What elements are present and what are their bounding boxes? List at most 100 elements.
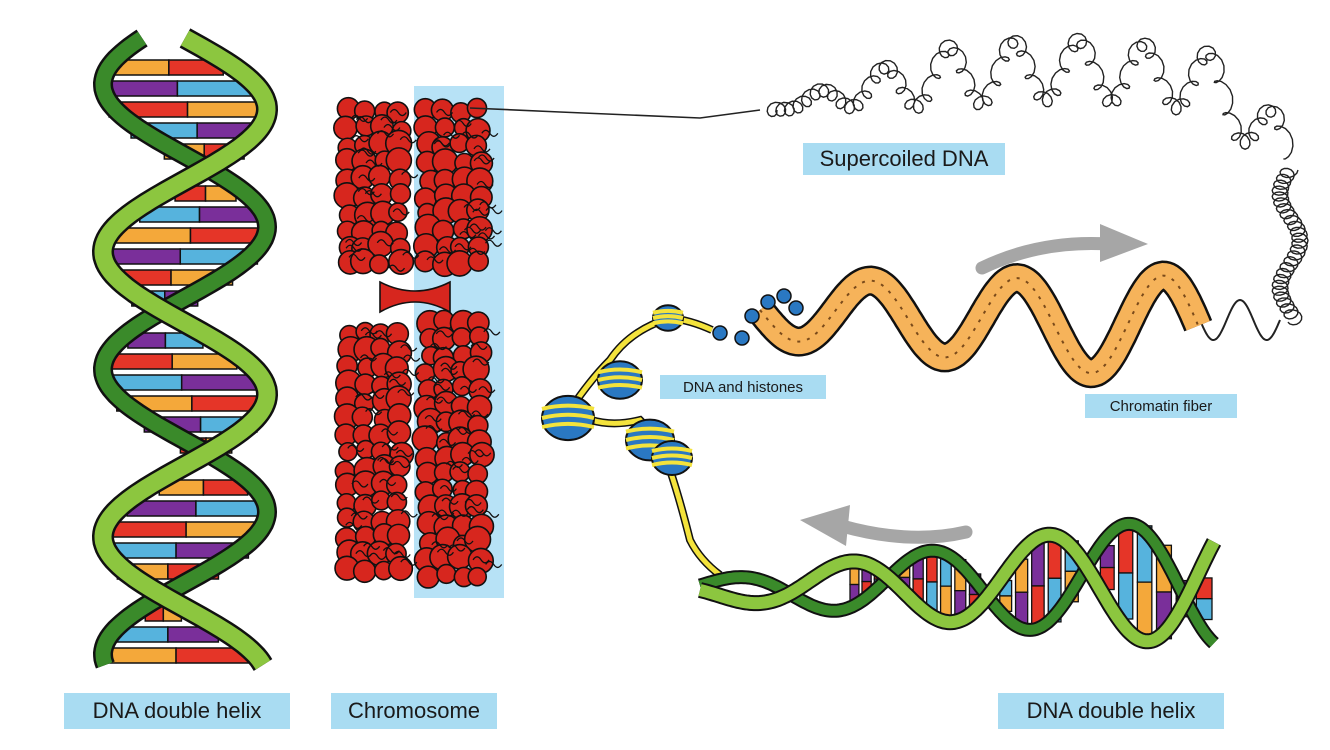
loop-squiggle <box>403 354 421 362</box>
loop-squiggle <box>377 456 395 465</box>
fiber-stripes <box>759 274 1200 375</box>
loop-squiggle <box>426 396 444 404</box>
loop-squiggle <box>476 180 494 189</box>
loop-squiggle <box>448 544 466 552</box>
loop-squiggle <box>461 131 479 139</box>
loop-squiggle <box>355 550 373 558</box>
loop-squiggle <box>399 136 417 144</box>
fiber-bead <box>760 294 776 310</box>
fiber-bead <box>712 325 728 341</box>
loop-squiggle <box>345 521 363 530</box>
loop-squiggle <box>450 427 468 435</box>
loop-squiggle <box>485 239 503 247</box>
loop-squiggle <box>433 383 451 391</box>
chromatin-loop <box>389 183 412 205</box>
loop-squiggle <box>463 226 482 234</box>
loop-squiggle <box>383 371 401 379</box>
loop-squiggle <box>467 450 485 458</box>
loop-squiggle <box>436 548 454 556</box>
loop-squiggle <box>441 367 459 375</box>
dna-double-helix-right <box>697 516 1222 650</box>
chromosome-drawing <box>333 96 503 589</box>
dna-wrap <box>651 460 693 467</box>
loop-squiggle <box>479 201 497 209</box>
loop-squiggle <box>375 330 393 338</box>
base-pair-right <box>186 101 267 118</box>
label-dna-double-helix-left: DNA double helix <box>64 693 290 729</box>
dna-wrap <box>541 412 595 420</box>
chromatin-loop <box>451 327 472 348</box>
loop-squiggle <box>348 253 366 262</box>
base-pair-left <box>103 647 177 664</box>
loop-squiggle <box>360 327 378 335</box>
loop-squiggle <box>376 239 394 247</box>
loop-squiggle <box>445 460 463 469</box>
base-pair-left <box>106 521 187 538</box>
loop-squiggle <box>459 231 477 239</box>
loop-squiggle <box>436 396 454 404</box>
loop-squiggle <box>379 478 397 487</box>
chromatin-loop <box>416 565 440 589</box>
label-dna-double-helix-right: DNA double helix <box>998 693 1224 729</box>
loop-squiggle <box>427 376 445 384</box>
loop-squiggle <box>357 149 375 157</box>
loop-squiggle <box>393 550 411 559</box>
loop-squiggle <box>485 560 503 569</box>
fiber-bead <box>734 330 750 346</box>
dna-wrap <box>541 403 595 411</box>
loop-squiggle <box>364 190 382 198</box>
chromatin-loop <box>436 563 457 585</box>
loop-squiggle <box>481 129 499 137</box>
chromatin-loop <box>467 566 488 587</box>
label-chromatin-fiber: Chromatin fiber <box>1085 394 1237 418</box>
loop-squiggle <box>392 208 410 216</box>
loop-squiggle <box>400 344 418 352</box>
chromatin-loop <box>387 248 415 275</box>
loop-squiggle <box>485 206 503 215</box>
loop-squiggle <box>362 496 380 504</box>
loop-squiggle <box>438 438 457 447</box>
nucleosomes-drawing <box>541 304 723 579</box>
loop-squiggle <box>395 449 413 458</box>
loop-squiggle <box>351 480 369 488</box>
loop-squiggle <box>365 407 383 416</box>
chromatin-loop <box>386 523 411 548</box>
dna-wrap <box>652 314 684 320</box>
chromatin-loop <box>467 250 490 272</box>
supercoil-tail <box>1199 298 1281 341</box>
loop-squiggle <box>438 246 457 254</box>
fiber-bead <box>788 300 804 316</box>
loop-squiggle <box>477 154 495 162</box>
loop-squiggle <box>483 328 501 336</box>
loop-squiggle <box>470 342 488 350</box>
chromatin-loop <box>338 441 358 462</box>
dna-wrap <box>625 435 675 442</box>
loop-squiggle <box>473 157 491 165</box>
loop-squiggle <box>440 362 458 370</box>
loop-squiggle <box>456 537 474 545</box>
loop-squiggle <box>345 244 363 252</box>
chromatin-loop <box>387 555 414 582</box>
chromatin-loop <box>351 406 374 428</box>
chromatin-loop <box>368 254 390 275</box>
fiber-bead <box>744 308 760 324</box>
base-pair-right <box>195 500 266 517</box>
loop-squiggle <box>471 410 489 418</box>
dna-wrap <box>597 367 643 375</box>
arrow-right-icon <box>975 224 1148 275</box>
helix-front <box>698 528 1220 648</box>
centromere <box>379 280 451 314</box>
loop-squiggle <box>457 426 475 435</box>
loop-squiggle <box>477 232 496 240</box>
loop-squiggle <box>364 331 382 339</box>
loop-squiggle <box>400 510 418 518</box>
loop-squiggle <box>381 443 399 451</box>
loop-squiggle <box>359 354 378 362</box>
helix-strand-front <box>94 30 276 670</box>
loop-squiggle <box>451 509 469 517</box>
loop-squiggle <box>436 108 454 117</box>
loop-squiggle <box>441 497 459 505</box>
chromatin-loop <box>388 202 408 223</box>
